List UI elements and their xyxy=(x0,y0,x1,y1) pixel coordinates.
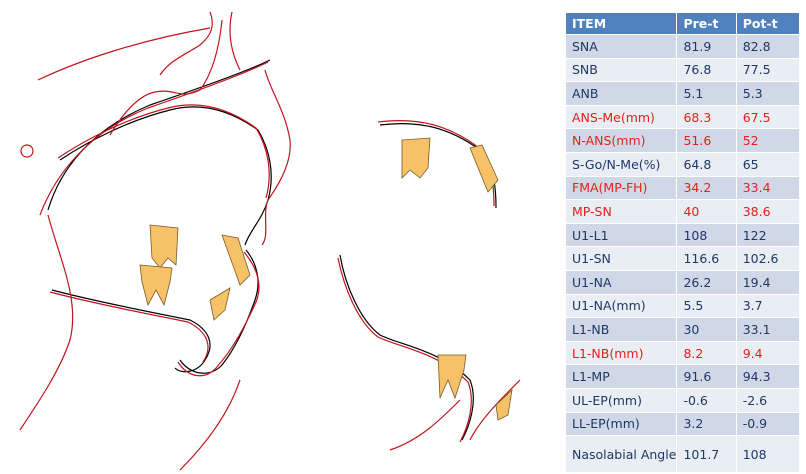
row-pre-value: 91.6 xyxy=(677,364,737,388)
row-item-label: L1-NB xyxy=(566,317,678,341)
row-post-value: 94.3 xyxy=(736,364,800,388)
column-header-pre-treatment: Pre-t xyxy=(677,13,737,34)
row-item-label: L1-MP xyxy=(566,364,678,388)
post-treatment-tracing xyxy=(19,11,521,471)
row-pre-value: 64.8 xyxy=(677,151,737,176)
row-pre-value: 26.2 xyxy=(677,269,737,294)
row-post-value: 102.6 xyxy=(736,246,800,270)
maxilla-molar xyxy=(401,137,431,179)
row-post-value: 77.5 xyxy=(736,57,800,82)
cephalometric-superimposition-drawing xyxy=(19,11,521,471)
row-pre-value: 68.3 xyxy=(677,104,737,129)
mandible-molar xyxy=(437,354,467,400)
row-pre-value: 5.5 xyxy=(677,293,737,318)
row-item-label: MP-SN xyxy=(566,199,678,223)
row-item-label: SNA xyxy=(566,34,678,58)
row-pre-value: 51.6 xyxy=(677,128,737,152)
row-pre-value: 76.8 xyxy=(677,57,737,82)
row-post-value: 122 xyxy=(736,222,800,247)
mandible-incisor xyxy=(495,388,513,421)
row-post-value: 3.7 xyxy=(736,293,800,318)
row-pre-value: 5.1 xyxy=(677,81,737,105)
row-post-value: 52 xyxy=(736,128,800,152)
row-pre-value: 116.6 xyxy=(677,246,737,270)
table-row: UL-EP(mm)-0.6-2.6 xyxy=(566,387,800,412)
row-item-label: U1-SN xyxy=(566,246,678,270)
row-item-label: ANB xyxy=(566,81,678,105)
lower-incisor xyxy=(209,287,231,321)
table-header-row: ITEM Pre-t Pot-t xyxy=(566,13,800,34)
row-item-label: ANS-Me(mm) xyxy=(566,104,678,129)
row-item-label: U1-NA xyxy=(566,269,678,294)
row-pre-value: 101.7 xyxy=(677,435,737,473)
row-post-value: 65 xyxy=(736,151,800,176)
row-pre-value: 108 xyxy=(677,222,737,247)
row-post-value: 67.5 xyxy=(736,104,800,129)
pre-treatment-tracing xyxy=(47,59,497,441)
row-item-label: Nasolabial Angle xyxy=(566,435,678,473)
table-row: LL-EP(mm)3.2-0.9 xyxy=(566,411,800,436)
row-post-value: 82.8 xyxy=(736,34,800,58)
row-post-value: -0.9 xyxy=(736,411,800,436)
row-item-label: S-Go/N-Me(%) xyxy=(566,151,678,176)
maxilla-incisor xyxy=(469,144,499,193)
row-pre-value: -0.6 xyxy=(677,387,737,412)
row-item-label: LL-EP(mm) xyxy=(566,411,678,436)
teeth-group xyxy=(139,137,513,421)
row-post-value: 9.4 xyxy=(736,340,800,365)
upper-molar xyxy=(149,224,179,269)
reference-circle xyxy=(20,144,34,158)
row-post-value: -2.6 xyxy=(736,387,800,412)
row-pre-value: 40 xyxy=(677,199,737,223)
column-header-item: ITEM xyxy=(566,13,678,34)
row-post-value: 5.3 xyxy=(736,81,800,105)
row-item-label: UL-EP(mm) xyxy=(566,387,678,412)
row-item-label: L1-NB(mm) xyxy=(566,340,678,365)
row-pre-value: 3.2 xyxy=(677,411,737,436)
lower-molar xyxy=(139,264,173,307)
row-pre-value: 81.9 xyxy=(677,34,737,58)
row-item-label: N-ANS(mm) xyxy=(566,128,678,152)
row-item-label: U1-L1 xyxy=(566,222,678,247)
row-post-value: 108 xyxy=(736,435,800,473)
row-pre-value: 8.2 xyxy=(677,340,737,365)
row-post-value: 19.4 xyxy=(736,269,800,294)
row-post-value: 38.6 xyxy=(736,199,800,223)
row-pre-value: 30 xyxy=(677,317,737,341)
row-item-label: SNB xyxy=(566,57,678,82)
row-pre-value: 34.2 xyxy=(677,175,737,200)
column-header-post-treatment: Pot-t xyxy=(736,13,800,34)
row-item-label: FMA(MP-FH) xyxy=(566,175,678,200)
row-post-value: 33.1 xyxy=(736,317,800,341)
row-item-label: U1-NA(mm) xyxy=(566,293,678,318)
row-post-value: 33.4 xyxy=(736,175,800,200)
upper-incisor xyxy=(221,234,251,286)
